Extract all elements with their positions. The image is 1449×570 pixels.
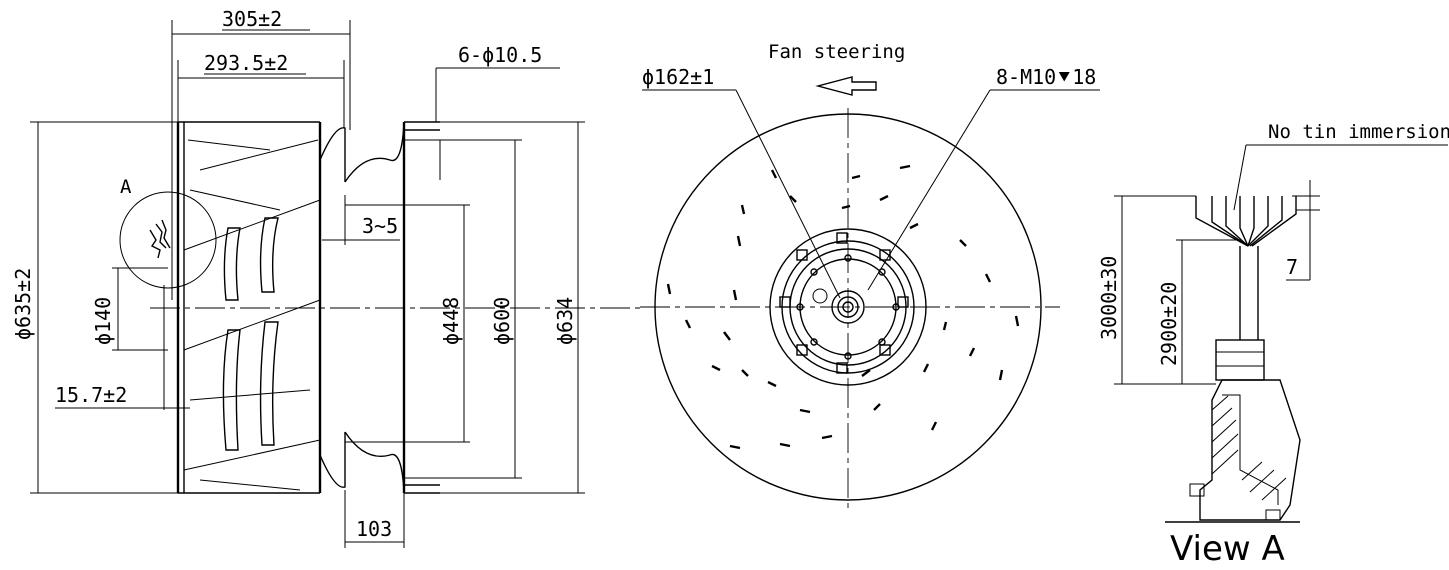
dim-mount-holes: 6-ϕ10.5 <box>458 43 542 67</box>
note-no-tin-immersion: No tin immersion <box>1268 121 1449 143</box>
dim-overall-width: 305±2 <box>222 7 282 31</box>
blade-marks <box>666 164 1020 450</box>
side-view: A 305±2 293.5±2 6-ϕ10.5 ϕ635±2 ϕ140 15.7… <box>11 7 640 548</box>
dim-lead-length: 2900±20 <box>1157 282 1181 366</box>
cable-gland <box>1215 339 1265 381</box>
motor-housing-section <box>1199 379 1301 521</box>
blade-lines <box>183 139 321 491</box>
dim-strip: 7 <box>1286 255 1298 279</box>
detail-marker-a: A <box>120 176 132 198</box>
rotation-label: Fan steering <box>768 41 905 63</box>
dim-wheel-width: 293.5±2 <box>204 51 288 75</box>
shaft-hole <box>831 290 865 324</box>
dim-bolt-circle: ϕ162±1 <box>642 65 714 89</box>
dim-flange-outer: ϕ634 <box>553 297 577 345</box>
bolt-holes <box>779 232 909 374</box>
leader-threaded-holes <box>867 89 991 291</box>
detail-view-title: View A <box>1170 529 1285 569</box>
leader-bolt-circle <box>735 89 841 299</box>
dim-cable-length: 3000±30 <box>1097 256 1121 340</box>
dim-hub-diameter: ϕ140 <box>91 297 115 345</box>
hatching <box>1211 395 1287 501</box>
rotation-arrow-icon <box>815 76 877 96</box>
dim-inlet-diameter: ϕ448 <box>439 297 463 345</box>
inlet-shroud-bottom <box>319 432 346 488</box>
leader-note <box>1233 144 1247 211</box>
hub-outer-ring <box>769 228 927 386</box>
dim-inlet-depth: 103 <box>356 517 392 541</box>
cable-wires <box>1195 196 1297 247</box>
dim-outer-diameter: ϕ635±2 <box>11 268 35 340</box>
detail-a-circle <box>119 191 217 289</box>
dim-flange-inner: ϕ600 <box>490 297 514 345</box>
detail-view-a: 7 No tin immersion 3000±30 2900±20 View … <box>1097 121 1449 569</box>
cable-bundle <box>149 219 171 259</box>
dim-gap: 3~5 <box>362 214 398 238</box>
inlet-shroud-top <box>319 127 346 182</box>
front-view: Fan steering ϕ162±1 8-M10⯆18 <box>640 41 1100 510</box>
blade-slots <box>222 217 279 451</box>
dim-hub-offset: 15.7±2 <box>55 383 127 407</box>
dim-threaded-holes: 8-M10⯆18 <box>996 65 1096 89</box>
